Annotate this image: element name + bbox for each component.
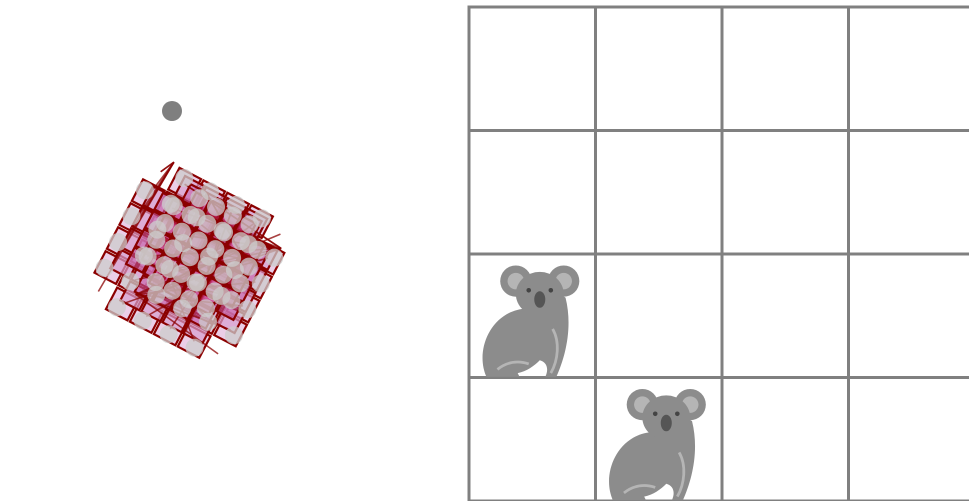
grid-cell[interactable] — [722, 254, 849, 378]
grid-cell[interactable] — [722, 378, 849, 501]
cube-vertex[interactable] — [198, 215, 216, 233]
cube-vertex[interactable] — [134, 312, 152, 330]
cube-vertex[interactable] — [165, 197, 183, 215]
cube-vertex[interactable] — [224, 207, 242, 225]
cube-vertex[interactable] — [241, 215, 259, 233]
cube-vertex[interactable] — [180, 290, 198, 308]
cube-vertex[interactable] — [214, 266, 232, 284]
grid-cell[interactable] — [849, 254, 969, 378]
cube-vertex[interactable] — [175, 169, 193, 187]
grid-cell[interactable] — [469, 131, 596, 255]
cube-vertex[interactable] — [164, 239, 182, 257]
cube-vertex[interactable] — [182, 206, 200, 224]
grid-cell[interactable] — [722, 131, 849, 255]
cube-vertex[interactable] — [155, 256, 173, 274]
cube-vertex[interactable] — [147, 273, 165, 291]
cube-vertex[interactable] — [109, 233, 127, 251]
cube-vertex[interactable] — [173, 223, 191, 241]
cube-vertex[interactable] — [225, 326, 243, 344]
grid-cell[interactable] — [596, 131, 723, 255]
grid-cell[interactable] — [596, 7, 723, 131]
cube-vertex[interactable] — [136, 181, 154, 199]
cube-vertex[interactable] — [232, 232, 250, 250]
cube-vertex[interactable] — [186, 339, 204, 357]
grid-cell[interactable] — [849, 131, 969, 255]
cube-vertex[interactable] — [189, 274, 207, 292]
cube-vertex[interactable] — [121, 272, 139, 290]
cube-vertex[interactable] — [223, 249, 241, 267]
cube-vertex[interactable] — [190, 231, 208, 249]
cube-vertex[interactable] — [163, 282, 181, 300]
selected-vertex[interactable] — [162, 101, 182, 121]
grid-cell[interactable] — [469, 7, 596, 131]
cube-vertex[interactable] — [265, 249, 283, 267]
cube-vertex[interactable] — [139, 248, 157, 266]
grid-cell[interactable] — [469, 378, 596, 501]
grid-cell[interactable] — [849, 378, 969, 501]
cube-vertex[interactable] — [147, 231, 165, 249]
cube-vertex[interactable] — [197, 299, 215, 317]
cube-vertex[interactable] — [222, 291, 240, 309]
cube-vertex[interactable] — [190, 189, 208, 207]
cube-vertex[interactable] — [198, 257, 216, 275]
grid-cell[interactable] — [596, 254, 723, 378]
cube-vertex[interactable] — [240, 258, 258, 276]
cube-vertex[interactable] — [172, 265, 190, 283]
cube-vertex[interactable] — [96, 259, 114, 277]
cube-vertex[interactable] — [156, 214, 174, 232]
cube-vertex[interactable] — [231, 274, 249, 292]
grid-cell[interactable] — [849, 7, 969, 131]
cube-vertex[interactable] — [238, 300, 256, 318]
cube-vertex[interactable] — [207, 198, 225, 216]
cube-vertex[interactable] — [215, 223, 233, 241]
board-grid — [469, 7, 969, 501]
grid-cell[interactable] — [722, 7, 849, 131]
cube-vertex[interactable] — [206, 282, 224, 300]
cube-vertex[interactable] — [206, 240, 224, 258]
cube-vertex[interactable] — [181, 248, 199, 266]
cube-vertex[interactable] — [249, 241, 267, 259]
cube-vertex[interactable] — [108, 298, 126, 316]
cube-vertex[interactable] — [160, 325, 178, 343]
cube-vertex[interactable] — [252, 275, 270, 293]
cube-puzzle[interactable] — [94, 101, 284, 358]
cube-vertex[interactable] — [122, 207, 140, 225]
